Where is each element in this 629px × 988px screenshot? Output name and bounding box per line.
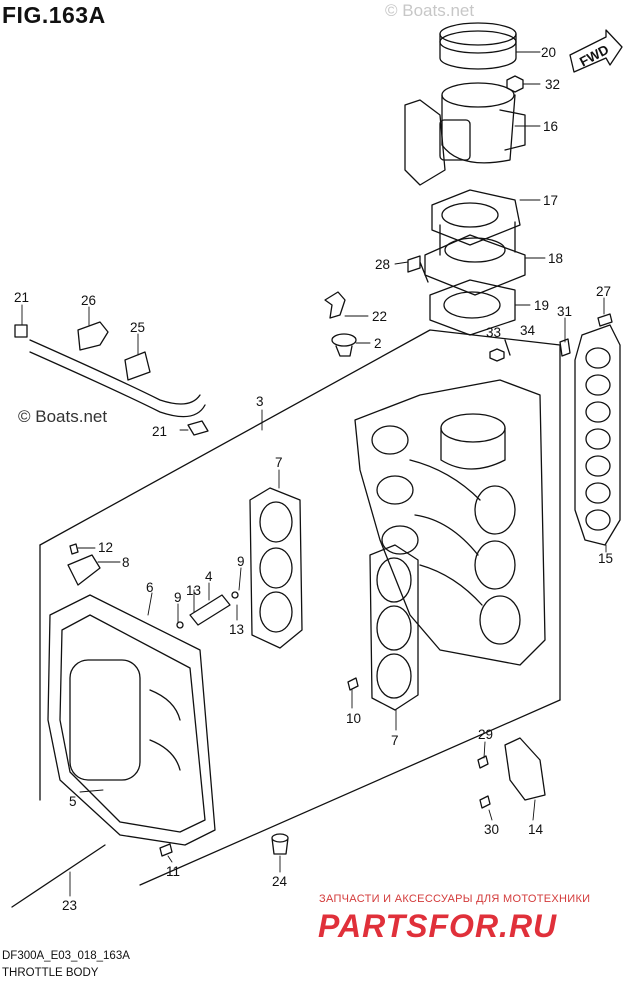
callout-18: 18 bbox=[548, 251, 563, 266]
ad-tagline: ЗАПЧАСТИ И АКСЕССУАРЫ ДЛЯ МОТОТЕХНИКИ bbox=[319, 893, 591, 905]
callout-26: 26 bbox=[81, 293, 96, 308]
part-7-spacer-lower bbox=[369, 544, 419, 711]
part-9-oring bbox=[176, 621, 184, 629]
assembly-frame bbox=[39, 329, 561, 886]
callout-9-right: 9 bbox=[237, 554, 245, 569]
part-29-bolt bbox=[477, 755, 489, 769]
callout-33: 33 bbox=[486, 325, 501, 340]
part-8-sensor bbox=[67, 554, 101, 586]
callout-13-right: 13 bbox=[229, 622, 244, 637]
callout-6: 6 bbox=[146, 580, 154, 595]
callout-7-lower: 7 bbox=[391, 733, 399, 748]
part-11-bolt bbox=[159, 843, 173, 857]
part-20-ring bbox=[439, 22, 517, 70]
part-24-plug bbox=[271, 833, 289, 855]
part-28-bolt bbox=[407, 255, 429, 283]
part-33-nut bbox=[489, 348, 505, 362]
part-21-clamp bbox=[187, 420, 209, 436]
callout-21-bottom: 21 bbox=[152, 424, 167, 439]
figure-caption: THROTTLE BODY bbox=[2, 967, 99, 979]
part-16-throttle-body bbox=[404, 82, 526, 186]
callout-16: 16 bbox=[543, 119, 558, 134]
callout-3: 3 bbox=[256, 394, 264, 409]
part-26-clip bbox=[77, 321, 109, 351]
callout-labels: 20 32 16 17 28 18 21 26 25 22 19 2 33 34… bbox=[14, 45, 613, 913]
callout-27: 27 bbox=[596, 284, 611, 299]
callout-14: 14 bbox=[528, 822, 544, 837]
callout-28: 28 bbox=[375, 257, 390, 272]
part-25-bracket bbox=[124, 351, 151, 381]
callout-8: 8 bbox=[122, 555, 130, 570]
part-12-screw bbox=[69, 543, 79, 555]
part-17-gasket bbox=[431, 189, 521, 246]
part-9-oring-2 bbox=[231, 591, 239, 599]
part-7-spacer bbox=[249, 487, 303, 649]
callout-21-top: 21 bbox=[14, 290, 29, 305]
callout-20: 20 bbox=[541, 45, 556, 60]
part-30-bolt bbox=[479, 795, 491, 809]
part-4-pipe bbox=[189, 594, 231, 626]
watermark-main: © Boats.net bbox=[18, 407, 107, 426]
part-hose bbox=[14, 321, 209, 436]
figure-title: FIG.163A bbox=[2, 2, 106, 28]
part-23-rod bbox=[11, 844, 106, 908]
callout-9-left: 9 bbox=[174, 590, 182, 605]
callout-2: 2 bbox=[374, 336, 382, 351]
part-5-plenum bbox=[47, 594, 216, 846]
figure-code: DF300A_E03_018_163A bbox=[2, 950, 130, 962]
callout-34: 34 bbox=[520, 323, 536, 338]
callout-24: 24 bbox=[272, 874, 288, 889]
part-14-bracket bbox=[504, 737, 546, 801]
part-10-bolt bbox=[347, 677, 359, 691]
part-22-fitting bbox=[324, 291, 346, 319]
part-19-gasket bbox=[429, 279, 516, 336]
ad-logo[interactable]: PARTSFOR.RU bbox=[318, 908, 558, 944]
callout-11: 11 bbox=[166, 864, 180, 879]
watermark-faded: © Boats.net bbox=[385, 1, 474, 20]
callout-10: 10 bbox=[346, 711, 361, 726]
callout-30: 30 bbox=[484, 822, 499, 837]
fwd-arrow-icon bbox=[569, 29, 623, 73]
callout-31: 31 bbox=[557, 304, 572, 319]
callout-7-upper: 7 bbox=[275, 455, 283, 470]
callout-23: 23 bbox=[62, 898, 77, 913]
leader-lines bbox=[21, 51, 607, 897]
callout-12: 12 bbox=[98, 540, 113, 555]
part-27-stud bbox=[597, 313, 613, 327]
part-18-adapter bbox=[424, 221, 526, 296]
callout-32: 32 bbox=[545, 77, 560, 92]
intake-manifold bbox=[354, 379, 546, 666]
callout-22: 22 bbox=[372, 309, 387, 324]
callout-19: 19 bbox=[534, 298, 549, 313]
callout-5: 5 bbox=[69, 794, 77, 809]
part-15-manifold-gasket bbox=[574, 324, 621, 546]
callout-13-left: 13 bbox=[186, 583, 201, 598]
callout-15: 15 bbox=[598, 551, 613, 566]
callout-29: 29 bbox=[478, 727, 493, 742]
callout-25: 25 bbox=[130, 320, 145, 335]
callout-4: 4 bbox=[205, 569, 213, 584]
callout-17: 17 bbox=[543, 193, 558, 208]
part-2-grommet bbox=[331, 333, 357, 357]
